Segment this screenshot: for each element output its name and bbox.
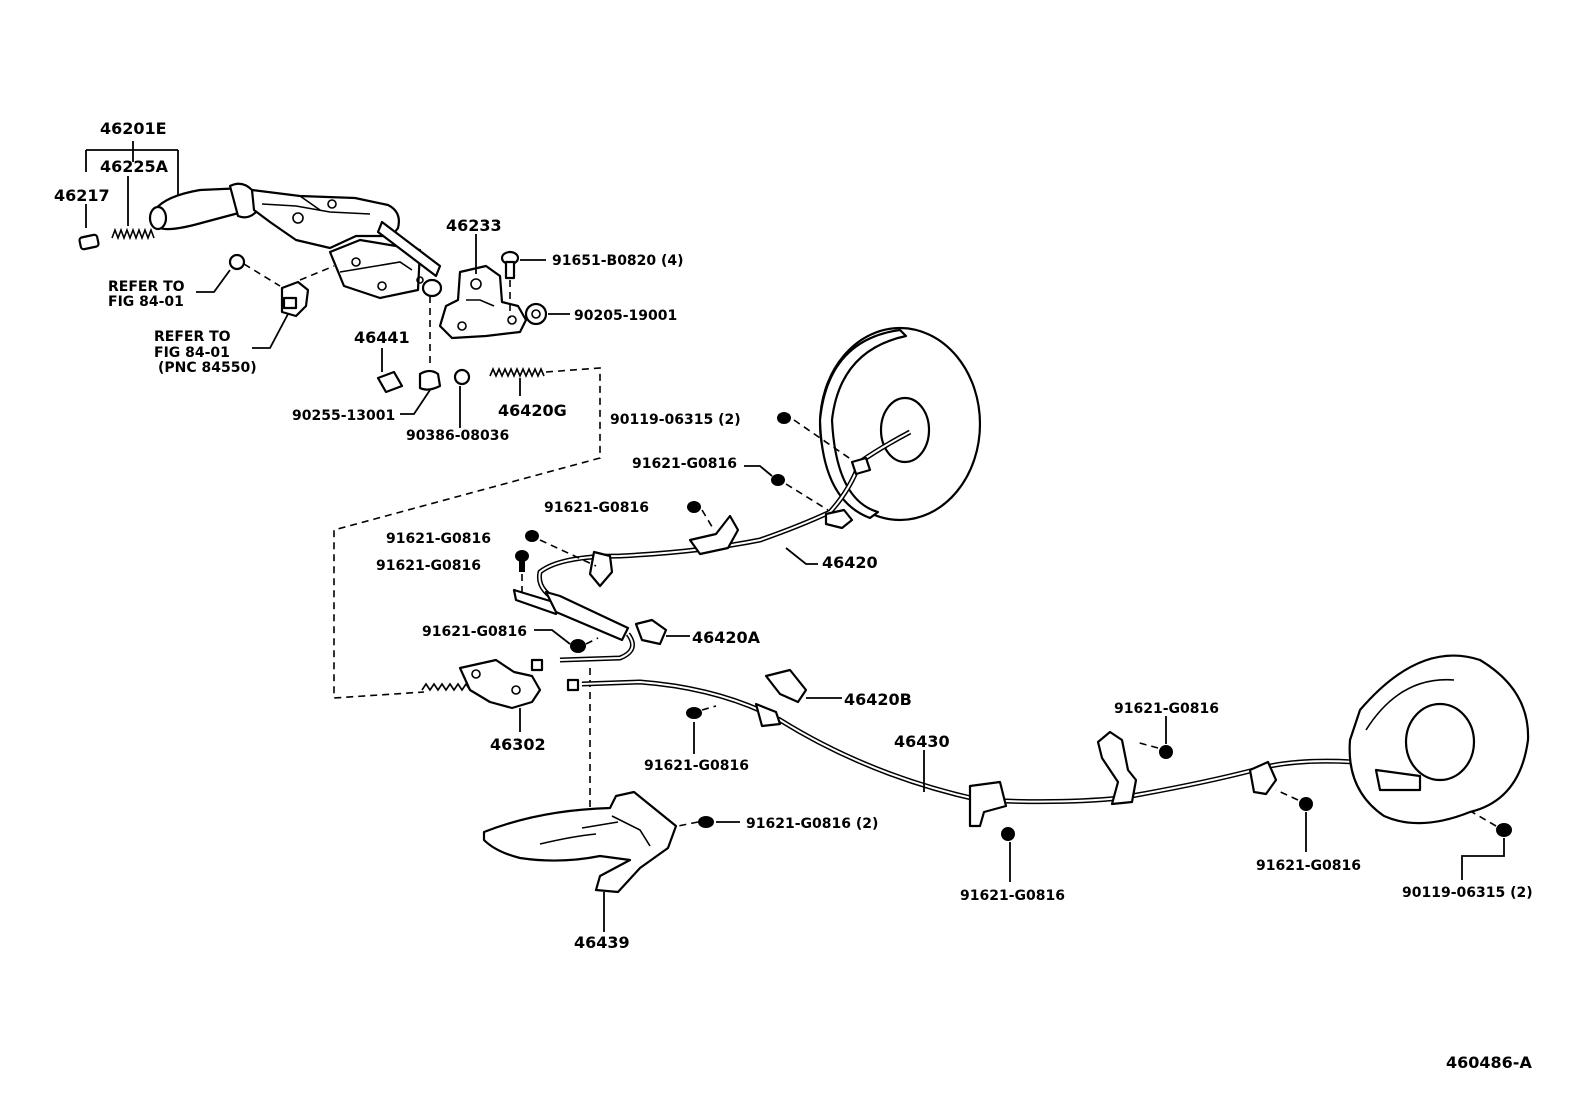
label-pnc-84550: (PNC 84550)	[158, 360, 257, 376]
label-90119-06315-top: 90119-06315 (2)	[610, 412, 741, 428]
diagram-code: 460486-A	[1446, 1053, 1532, 1072]
label-refer-to-2: REFER TO	[154, 329, 231, 345]
label-46441: 46441	[354, 328, 410, 347]
label-90205-19001: 90205-19001	[574, 308, 677, 324]
label-46420: 46420	[822, 553, 878, 572]
bolt-90119-bottom-icon[interactable]	[1496, 823, 1512, 837]
label-91621-g0816-d: 91621-G0816	[376, 558, 481, 574]
label-46439: 46439	[574, 933, 630, 952]
label-91621-g0816-e: 91621-G0816	[422, 624, 527, 640]
label-46420B: 46420B	[844, 690, 912, 709]
label-91651-b0820: 91651-B0820 (4)	[552, 253, 684, 269]
label-91621-g0816-c: 91621-G0816	[386, 531, 491, 547]
brake-backing-plate-bottom-icon[interactable]	[1348, 654, 1530, 825]
bolt-90119-top-icon[interactable]	[777, 412, 791, 424]
reference-bolt-icon[interactable]	[228, 253, 246, 271]
bolt-91621-d-icon[interactable]	[515, 550, 529, 572]
pin-46441-icon[interactable]	[376, 370, 404, 394]
nut-90386-icon[interactable]	[453, 368, 471, 386]
intermediate-cable-46420A[interactable]	[544, 590, 668, 663]
label-46233: 46233	[446, 216, 502, 235]
bolt-91621-b-icon[interactable]	[687, 501, 701, 513]
label-90119-06315-bottom: 90119-06315 (2)	[1402, 885, 1533, 901]
label-91621-g0816-i: 91621-G0816	[1256, 858, 1361, 874]
label-refer-to-1: REFER TO	[108, 279, 185, 295]
lever-bracket-46233[interactable]	[438, 264, 528, 340]
label-46302: 46302	[490, 735, 546, 754]
label-46420G: 46420G	[498, 401, 567, 420]
bolt-91621-c-icon[interactable]	[525, 530, 539, 542]
release-spring-46225A[interactable]	[111, 227, 155, 241]
bolt-91621-f-icon[interactable]	[686, 707, 702, 719]
bolt-91621-a-icon[interactable]	[771, 474, 785, 486]
equalizer-46302[interactable]	[421, 658, 542, 710]
label-91621-g0816-b: 91621-G0816	[544, 500, 649, 516]
bolt-91621-h-icon[interactable]	[1159, 745, 1173, 759]
label-fig-84-01-1: FIG 84-01	[108, 294, 184, 310]
parking-brake-lever-46201E[interactable]	[148, 182, 443, 300]
label-90255-13001: 90255-13001	[292, 408, 395, 424]
label-46420A: 46420A	[692, 628, 761, 647]
cable-clamp-46420B[interactable]	[754, 668, 808, 728]
label-46225A: 46225A	[100, 157, 169, 176]
bolt-91651-icon[interactable]	[500, 250, 520, 280]
label-91621-g0816-h: 91621-G0816	[1114, 701, 1219, 717]
label-91621-g0816-a: 91621-G0816	[632, 456, 737, 472]
label-91621-g0816-j: 91621-G0816	[960, 888, 1065, 904]
parking-brake-switch-icon[interactable]	[280, 280, 310, 318]
bolt-91621-j-icon[interactable]	[1001, 827, 1015, 841]
label-91621-g0816-f: 91621-G0816	[644, 758, 749, 774]
label-90386-08036: 90386-08036	[406, 428, 509, 444]
return-spring-46420G[interactable]	[489, 366, 545, 379]
label-91621-g0816-g: 91621-G0816 (2)	[746, 816, 878, 832]
rear-cable-46430[interactable]	[581, 679, 1479, 805]
label-fig-84-01-2: FIG 84-01	[154, 345, 230, 361]
washer-90205-icon[interactable]	[524, 302, 548, 326]
clip-90255-icon[interactable]	[418, 369, 442, 391]
cable-protector-46439[interactable]	[482, 790, 678, 894]
bolt-91621-g-icon[interactable]	[698, 816, 714, 828]
label-46217: 46217	[54, 186, 110, 205]
release-button-46217[interactable]	[78, 233, 100, 251]
label-46430: 46430	[894, 732, 950, 751]
label-46201E: 46201E	[100, 119, 167, 138]
bolt-91621-e-icon[interactable]	[570, 639, 586, 653]
bolt-91621-i-icon[interactable]	[1299, 797, 1313, 811]
